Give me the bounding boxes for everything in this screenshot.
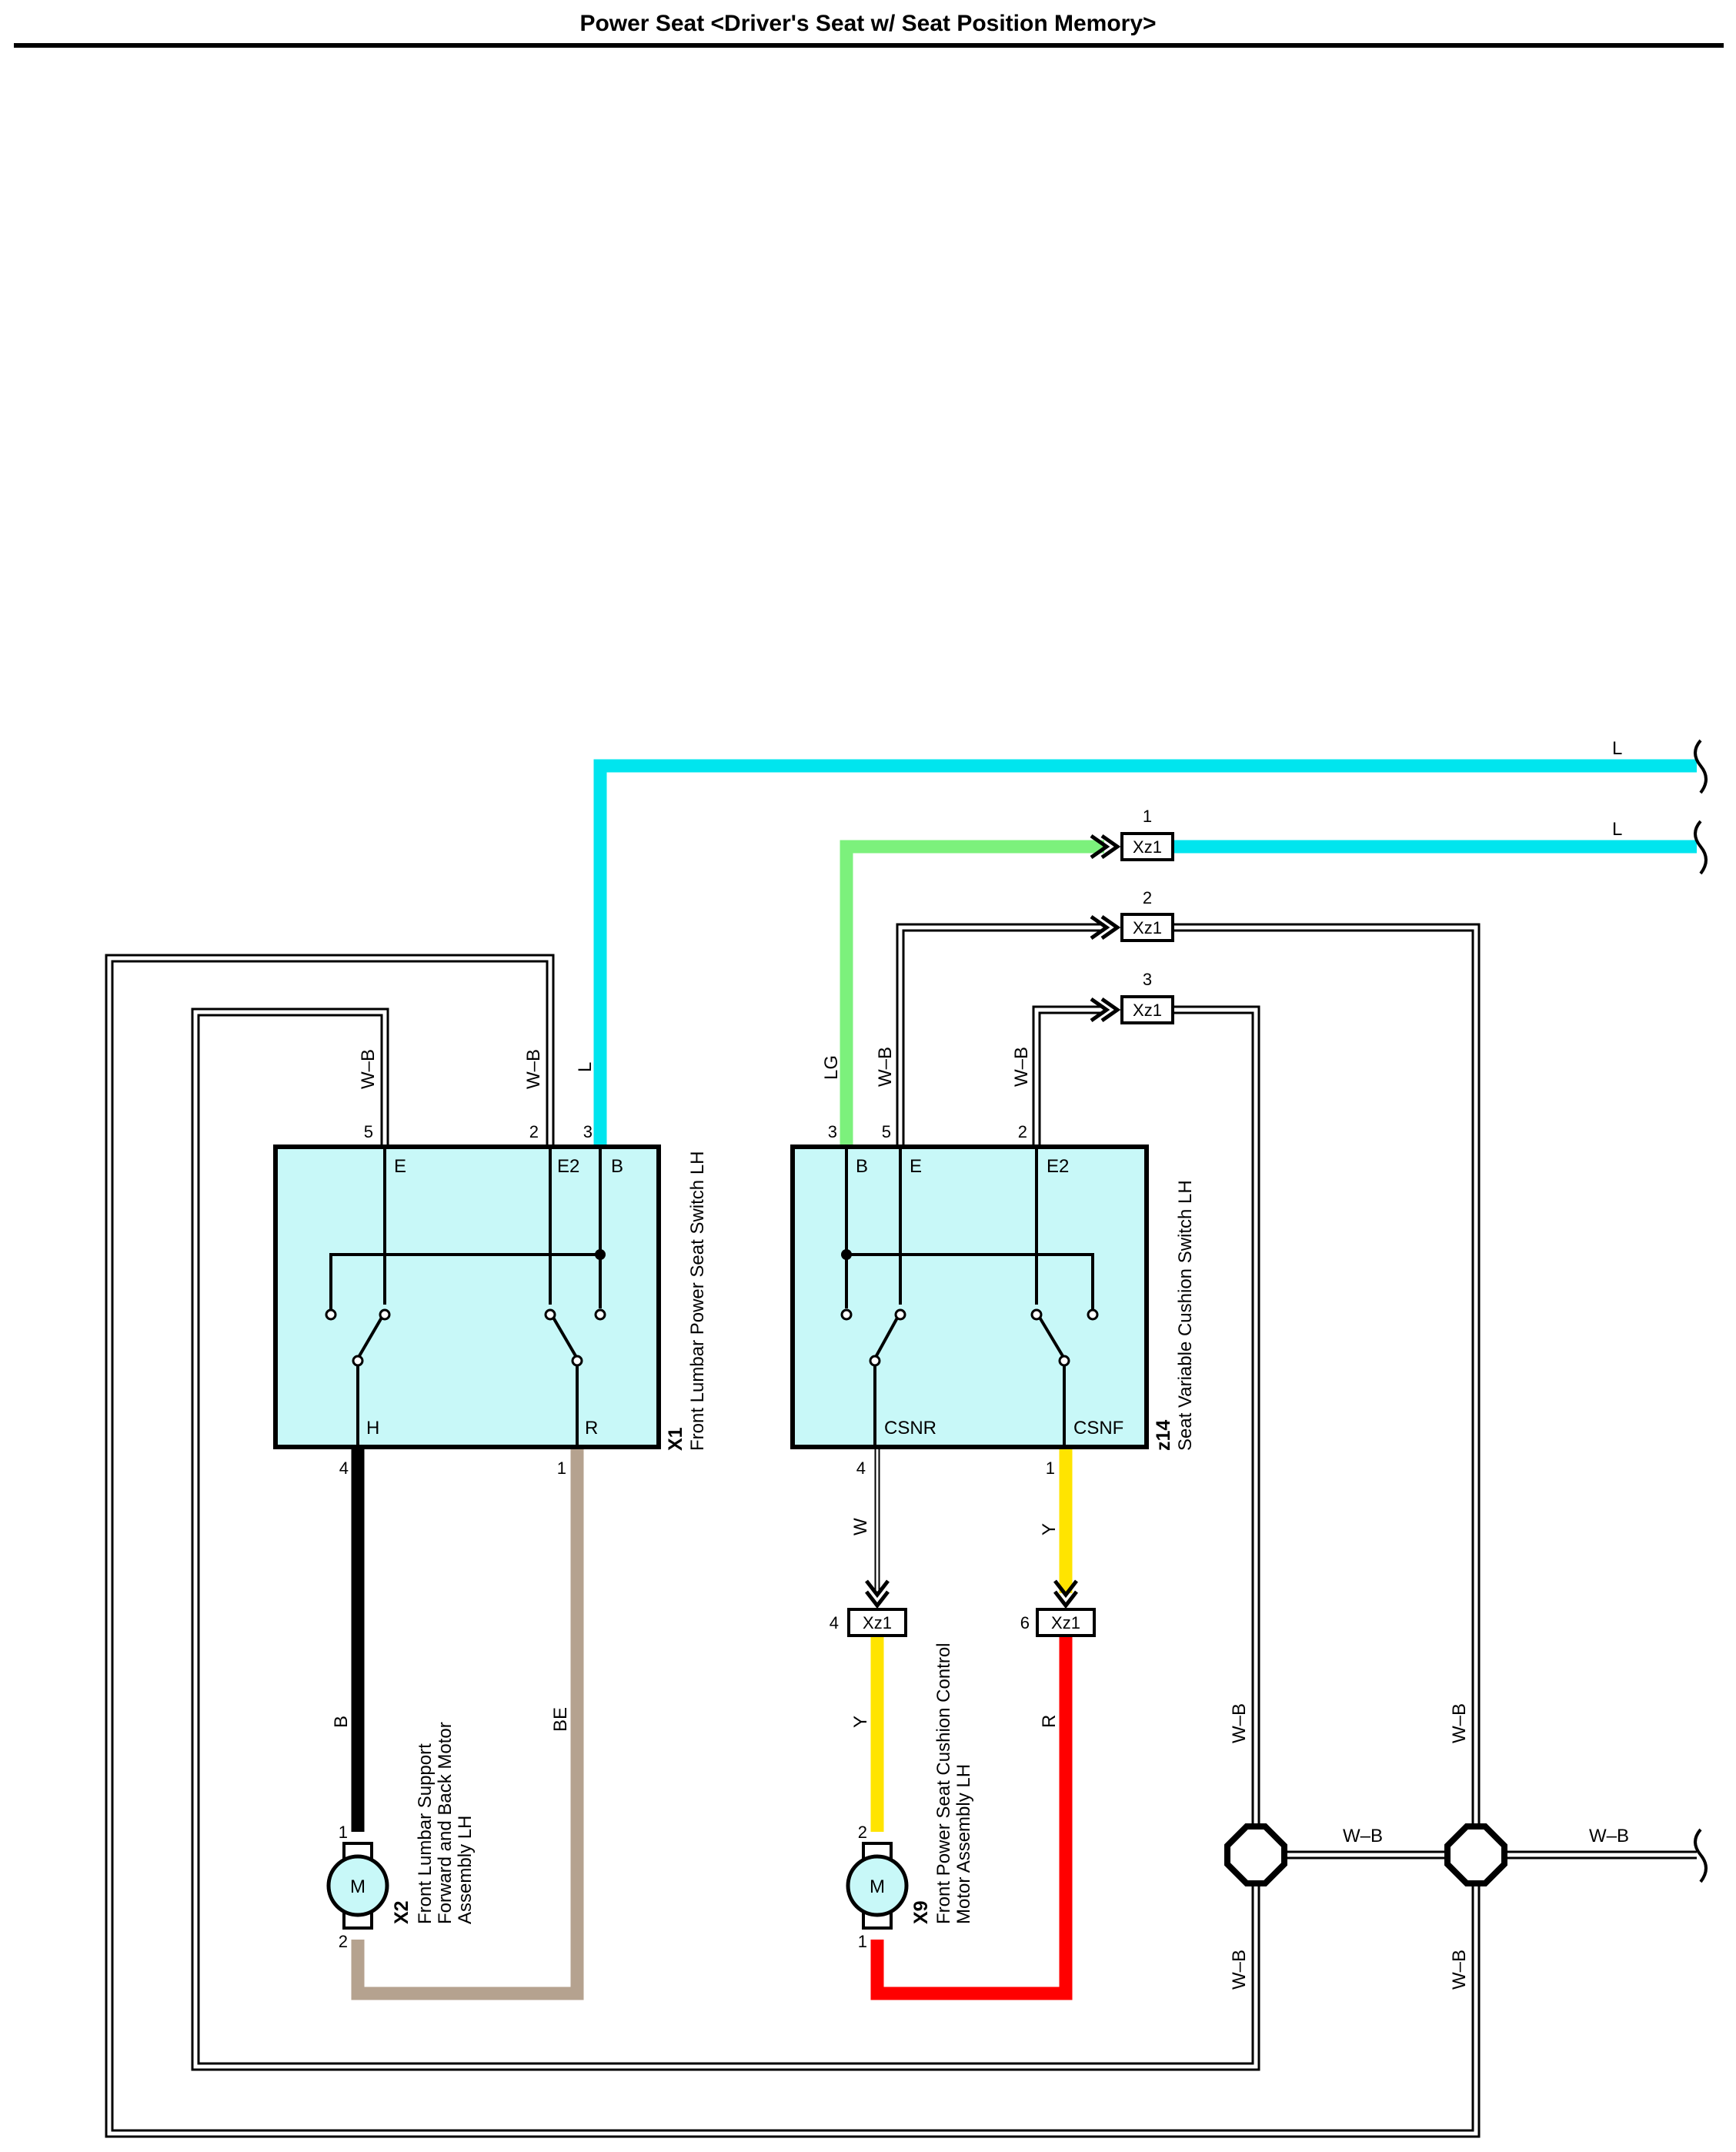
component-z14-switch: B E E2 CSNR CSNF 3 5 2 4 1 z14 Seat Vari… [790, 1122, 1196, 1478]
wire-label: W [850, 1518, 871, 1535]
wire-label: W–B [523, 1049, 544, 1089]
ground-junction-a [1224, 1823, 1287, 1886]
component-x1-switch: E E2 B H R 5 2 3 4 1 X1 Front Lumbar Pow… [273, 1122, 708, 1478]
pin-number: 5 [882, 1122, 891, 1141]
wire-label: W–B [1343, 1826, 1383, 1846]
wire-label: W–B [1011, 1047, 1032, 1087]
wire-label: L [575, 1062, 596, 1072]
component-name: Seat Variable Cushion Switch LH [1175, 1180, 1196, 1451]
pin-number: 3 [828, 1122, 837, 1141]
pin-number: 1 [339, 1823, 348, 1842]
wire-break-mark [1694, 820, 1708, 875]
component-id: z14 [1153, 1420, 1174, 1451]
connector-pin: 3 [1143, 970, 1152, 989]
connector-xz1-4: Xz1 4 [830, 1579, 907, 1637]
wire-break-mark [1694, 1828, 1708, 1883]
connector-label: Xz1 [1133, 837, 1162, 857]
ground-wire-z14-e2 [1032, 1005, 1104, 1147]
connector-xz1-1: Xz1 1 [1090, 807, 1174, 861]
wire-label: BE [550, 1707, 571, 1732]
wire-break-mark [1694, 739, 1708, 794]
connector-pin: 1 [1143, 807, 1152, 826]
wire-label: W–B [1229, 1950, 1250, 1990]
wire-label: W–B [1229, 1703, 1250, 1743]
component-id: X2 [391, 1900, 412, 1924]
pin-number: 5 [364, 1122, 373, 1141]
terminal-label: E2 [1047, 1156, 1069, 1177]
wire-label: L [1612, 738, 1622, 759]
pin-number: 1 [557, 1459, 566, 1478]
page-title: Power Seat <Driver's Seat w/ Seat Positi… [579, 11, 1157, 36]
terminal-label: CSNF [1073, 1418, 1123, 1439]
component-id: X1 [665, 1427, 686, 1451]
terminal-label: E2 [557, 1156, 579, 1177]
connector-label: Xz1 [1133, 1001, 1162, 1020]
pin-number: 4 [339, 1459, 349, 1478]
pin-number: 2 [858, 1823, 867, 1842]
wire-be [351, 1447, 584, 2000]
component-name-line: Motor Assembly LH [953, 1764, 974, 1924]
terminal-label: H [366, 1418, 379, 1439]
wire-label: B [331, 1716, 352, 1728]
wire-lg [840, 840, 1104, 1147]
wire-label: L [1612, 819, 1622, 840]
wire-label: W–B [875, 1047, 896, 1087]
motor-symbol: M [870, 1876, 885, 1897]
component-name-line: Front Power Seat Cushion Control [933, 1642, 954, 1924]
ground-wire-outer-loop [105, 923, 1481, 2138]
wire-label: Y [1039, 1523, 1060, 1535]
wire-label: W–B [1589, 1826, 1629, 1846]
terminal-label: B [611, 1156, 623, 1177]
ground-wire-inner-loop [191, 1005, 1260, 2071]
pin-number: 1 [858, 1932, 867, 1951]
ground-wire-z14-e [896, 923, 1104, 1147]
pin-number: 2 [339, 1932, 348, 1951]
pin-number: 4 [856, 1459, 866, 1478]
connector-label: Xz1 [863, 1613, 892, 1632]
wire-label: Y [850, 1716, 871, 1728]
component-name-line: Front Lumbar Support [415, 1743, 436, 1924]
terminal-label: E [910, 1156, 922, 1177]
component-name-line: Forward and Back Motor [435, 1722, 456, 1924]
pin-number: 2 [529, 1122, 539, 1141]
connector-label: Xz1 [1051, 1613, 1080, 1632]
connector-label: Xz1 [1133, 918, 1162, 937]
connector-xz1-6: Xz1 6 [1020, 1579, 1096, 1637]
connector-pin: 6 [1020, 1613, 1030, 1632]
component-x9-motor: M 2 1 X9 Front Power Seat Cushion Contro… [846, 1642, 974, 1951]
terminal-label: R [585, 1418, 598, 1439]
wire-r [870, 1636, 1073, 2000]
pin-number: 3 [583, 1122, 593, 1141]
ground-junction-b [1444, 1823, 1507, 1886]
component-x2-motor: M 1 2 X2 Front Lumbar Support Forward an… [326, 1722, 476, 1951]
connector-pin: 2 [1143, 888, 1152, 907]
wire-label: LG [821, 1055, 842, 1080]
wire-label: W–B [1449, 1703, 1470, 1743]
pin-number: 2 [1018, 1122, 1027, 1141]
component-id: X9 [910, 1900, 932, 1924]
connector-xz1-2: Xz1 2 [1090, 888, 1174, 942]
wire-label: W–B [1449, 1950, 1470, 1990]
terminal-label: B [856, 1156, 868, 1177]
wire-l-top [593, 759, 1697, 1147]
title-rule [14, 43, 1724, 48]
connector-xz1-3: Xz1 3 [1090, 970, 1174, 1024]
terminal-label: CSNR [884, 1418, 936, 1439]
connector-pin: 4 [830, 1613, 839, 1632]
component-name: Front Lumbar Power Seat Switch LH [687, 1151, 708, 1452]
wire-label: R [1039, 1715, 1060, 1728]
terminal-label: E [394, 1156, 406, 1177]
pin-number: 1 [1046, 1459, 1055, 1478]
wire-label: W–B [358, 1049, 379, 1089]
component-name-line: Assembly LH [455, 1816, 476, 1924]
motor-symbol: M [350, 1876, 366, 1897]
